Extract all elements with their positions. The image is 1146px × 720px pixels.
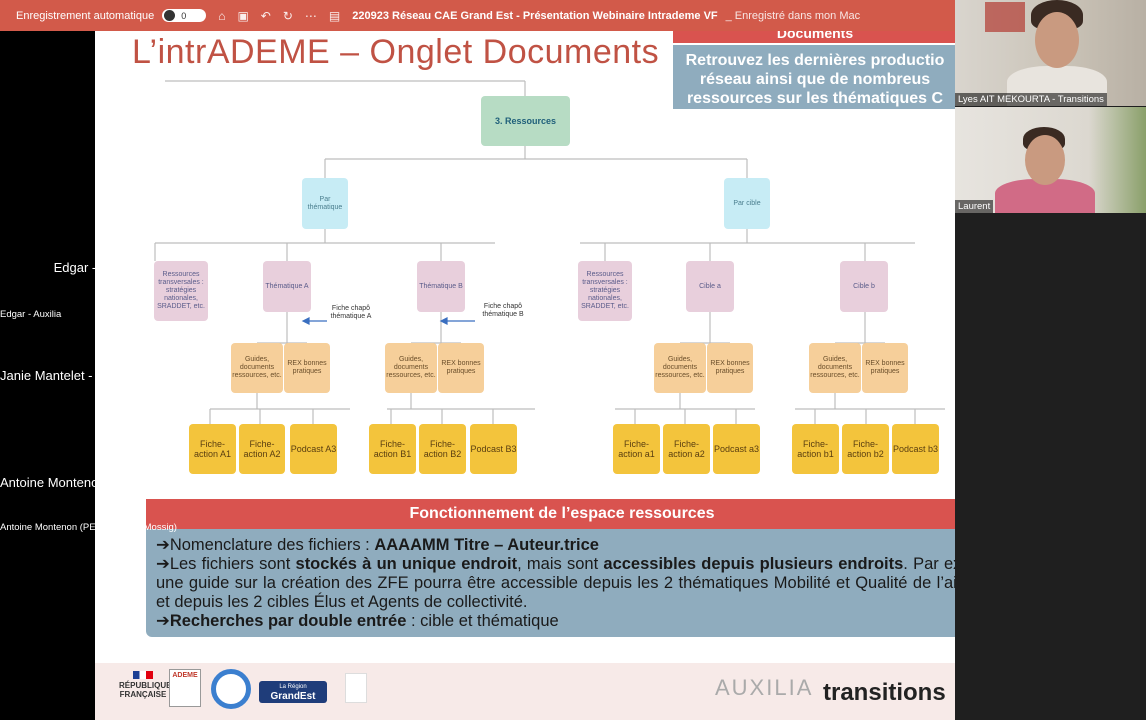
arrow-icon: ➔ [156, 555, 170, 573]
text: Nomenclature des fichiers : [169, 536, 375, 554]
participant-tile-edgar[interactable]: Edgar - Auxilia Edgar - Auxilia [0, 214, 191, 322]
node-par-thematique: Par thématique [302, 178, 348, 229]
node-podcast-cible-a3: Podcast a3 [713, 424, 760, 474]
node-transverse-left: Ressources transversales : stratégies na… [154, 261, 208, 321]
document-title: 220923 Réseau CAE Grand Est - Présentati… [352, 9, 718, 22]
text-bold: accessibles depuis plusieurs endroits [603, 555, 904, 573]
participant-center-name: Janie Mantelet - Strasbourg Vill... [0, 368, 191, 383]
node-fiche-b1: Fiche-action B1 [369, 424, 416, 474]
participant-name: Lyes AIT MEKOURTA - Transitions [955, 93, 1107, 106]
node-thematique-a: Thématique A [263, 261, 311, 312]
participant-tile-janie[interactable]: Janie Mantelet - Strasbourg Vill... [0, 322, 191, 430]
text-bold: AAAAMM Titre – Auteur.trice [374, 536, 599, 554]
node-guides-a: Guides, documents ressources, etc. [231, 343, 283, 393]
functioning-header: Fonctionnement de l’espace ressources [146, 499, 978, 529]
arrow-icon: ➔ [156, 536, 170, 554]
participant-name: Edgar - Auxilia [0, 309, 62, 320]
toggle-state: 0 [181, 10, 187, 21]
prefet-logo [345, 673, 367, 703]
document-icon: ▤ [328, 8, 341, 23]
save-status: _ Enregistré dans mon Mac [725, 9, 861, 22]
window-titlebar: Enregistrement automatique 0 ⌂ ▣ ↶ ↻ ⋯ ▤… [0, 0, 955, 31]
background-poster [985, 2, 1025, 32]
node-guides-b: Guides, documents ressources, etc. [385, 343, 437, 393]
participant-center-name: Edgar - Auxilia [53, 260, 138, 275]
text-bold: Recherches par double entrée [169, 612, 407, 630]
node-transverse-right: Ressources transversales : stratégies na… [578, 261, 632, 321]
participant-center-name: Antoine Montenon (PETR Bruc... [0, 475, 190, 490]
text-bold: stockés à un unique endroit [295, 555, 518, 573]
participant-video-laurent[interactable]: Laurent [955, 107, 1146, 213]
presentation-slide: L’intrADEME – Onglet Documents Documents… [95, 31, 1050, 720]
node-fiche-cible-a2: Fiche-action a2 [663, 424, 710, 474]
transitions-logo: transitions [823, 679, 946, 706]
documents-label: Documents [776, 31, 854, 41]
node-rex-cible-a: REX bonnes pratiques [707, 343, 753, 393]
participant-name: Laurent [955, 200, 994, 213]
region-top-text: La Région [279, 684, 307, 690]
node-fiche-cible-b2: Fiche-action b2 [842, 424, 889, 474]
avatar-face [1025, 135, 1065, 185]
avatar-face [1035, 12, 1079, 68]
save-icon[interactable]: ▣ [237, 8, 249, 23]
functioning-body: ➔Nomenclature des fichiers : AAAAMM Titr… [146, 529, 978, 637]
slide-footer: RÉPUBLIQUE FRANÇAISE ADEME La Région Gra… [95, 663, 1050, 720]
node-rex-a: REX bonnes pratiques [284, 343, 330, 393]
node-podcast-cible-b3: Podcast b3 [892, 424, 939, 474]
autosave-label: Enregistrement automatique [16, 9, 155, 22]
intro-box: Retrouvez les dernières productio réseau… [673, 45, 957, 109]
node-fiche-cible-b1: Fiche-action b1 [792, 424, 839, 474]
bullet-recherche: ➔Recherches par double entrée : cible et… [156, 612, 966, 631]
bullet-nomenclature: ➔Nomenclature des fichiers : AAAAMM Titr… [156, 536, 966, 555]
node-cible-b: Cible b [840, 261, 888, 312]
node-ressources: 3. Ressources [481, 96, 570, 146]
bullet-stockage: ➔Les fichiers sont stockés à un unique e… [156, 555, 966, 612]
participant-video-lyes[interactable]: Lyes AIT MEKOURTA - Transitions [955, 0, 1146, 106]
republique-francaise-logo: RÉPUBLIQUE FRANÇAISE [119, 671, 172, 699]
slide-title: L’intrADEME – Onglet Documents [132, 33, 660, 71]
flag-icon [133, 671, 153, 679]
node-rex-b: REX bonnes pratiques [438, 343, 484, 393]
intro-line-3: ressources sur les thématiques C [686, 90, 944, 107]
node-podcast-a3: Podcast A3 [290, 424, 337, 474]
participant-tile-antoine[interactable]: Antoine Montenon (PETR Bruc... Antoine M… [0, 430, 191, 538]
node-rex-cible-b: REX bonnes pratiques [862, 343, 908, 393]
autosave-toggle[interactable]: 0 [162, 9, 207, 22]
auxilia-logo: AUXILIA [715, 675, 814, 700]
node-cible-a: Cible a [686, 261, 734, 312]
redo-icon[interactable]: ↻ [282, 8, 293, 23]
text: , mais sont [517, 555, 604, 573]
undo-icon[interactable]: ↶ [260, 8, 271, 23]
tree-connectors [154, 80, 945, 424]
node-par-cible: Par cible [724, 178, 770, 229]
node-guides-cible-a: Guides, documents ressources, etc. [654, 343, 706, 393]
node-fiche-cible-a1: Fiche-action a1 [613, 424, 660, 474]
rf-line-1: RÉPUBLIQUE [119, 681, 172, 690]
text: Les fichiers sont [169, 555, 296, 573]
rf-line-2: FRANÇAISE [119, 690, 167, 699]
arrow-icon: ➔ [156, 612, 170, 630]
intro-line-2: réseau ainsi que de nombreus [699, 71, 931, 88]
note-chapo-a: Fiche chapô thématique A [330, 305, 372, 320]
node-thematique-b: Thématique B [417, 261, 465, 312]
node-fiche-b2: Fiche-action B2 [419, 424, 466, 474]
home-icon[interactable]: ⌂ [218, 8, 226, 23]
node-guides-cible-b: Guides, documents ressources, etc. [809, 343, 861, 393]
ademe-logo: ADEME [169, 669, 201, 707]
text: . Par ex, une guide sur la création des … [156, 555, 966, 611]
node-fiche-a1: Fiche-action A1 [189, 424, 236, 474]
note-chapo-b: Fiche chapô thématique B [482, 303, 524, 318]
toggle-knob [164, 10, 176, 21]
region-circle-logo [211, 669, 251, 709]
documents-red-banner: Documents [673, 31, 957, 43]
grand-est-logo: La Région GrandEst [259, 681, 327, 703]
node-fiche-a2: Fiche-action A2 [239, 424, 285, 474]
text: : cible et thématique [406, 612, 559, 630]
intro-line-1: Retrouvez les dernières productio [685, 52, 945, 69]
participant-name: Antoine Montenon (PETR Bruche Mossig) [0, 522, 177, 533]
region-main-text: GrandEst [270, 691, 316, 702]
node-podcast-b3: Podcast B3 [470, 424, 517, 474]
more-icon[interactable]: ⋯ [304, 8, 317, 23]
